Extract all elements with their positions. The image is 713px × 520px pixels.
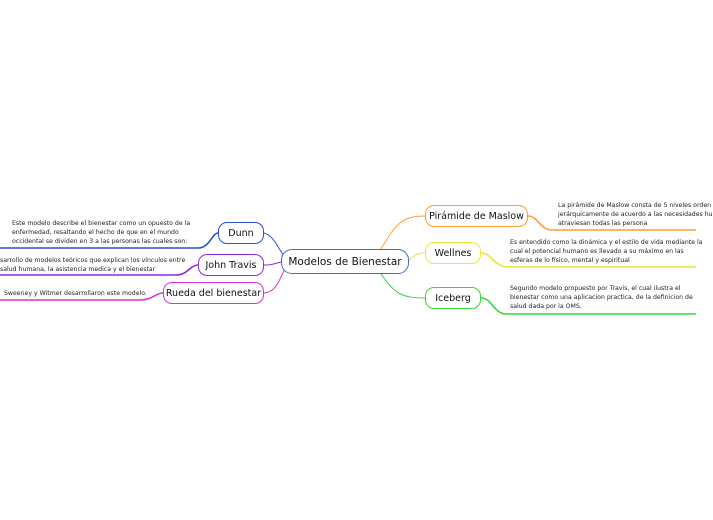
note-piramide-de-maslow: La pirámide de Maslow consta de 5 nivele… [558, 201, 713, 228]
note-rueda-del-bienestar: Sweeney y Witmer desarrollaron este mode… [4, 289, 147, 298]
underline-wellnes [480, 252, 696, 268]
note-line: Es entendido como la dinámica y el estil… [510, 239, 703, 246]
node-piramide-de-maslow[interactable]: Pirámide de Maslow [425, 205, 528, 227]
note-line: salud dada por la OMS. [510, 303, 582, 310]
note-line: La pirámide de Maslow consta de 5 nivele… [558, 202, 712, 209]
node-wellnes[interactable]: Wellnes [425, 242, 481, 264]
note-line: bienestar como una aplicacion practica, … [510, 294, 693, 301]
note-dunn: Este modelo describe el bienestar como u… [12, 219, 196, 246]
note-line: jerárquicamente de acuerdo a las necesid… [558, 211, 713, 218]
underline-john-travis [0, 264, 199, 276]
connector-maslow [380, 215, 426, 250]
underline-dunn [0, 232, 219, 249]
note-line: Segundo modelo propuesto por Travis, el … [510, 285, 681, 292]
note-line: sarrollo de modelos teóricos que explica… [0, 257, 186, 264]
node-iceberg[interactable]: Iceberg [425, 287, 481, 309]
connector-lines [0, 215, 696, 315]
note-line: occidental se dividen en 3 a las persona… [12, 238, 188, 245]
note-line: salud humana, la asistencia medica y el … [0, 266, 156, 273]
note-john-travis: sarrollo de modelos teóricos que explica… [0, 256, 186, 274]
node-dunn[interactable]: Dunn [218, 222, 264, 244]
note-line: Sweeney y Witmer desarrollaron este mode… [4, 290, 147, 297]
node-john-travis[interactable]: John Travis [198, 254, 264, 276]
note-iceberg: Segundo modelo propuesto por Travis, el … [510, 284, 696, 311]
note-wellnes: Es entendido como la dinámica y el estil… [510, 238, 703, 265]
note-line: atraviesan todas las persona [558, 220, 648, 227]
central-topic[interactable]: Modelos de Bienestar [281, 249, 409, 274]
note-line: Este modelo describe el bienestar como u… [12, 220, 191, 227]
underline-maslow [527, 215, 696, 231]
note-line: enfermedad, resaltando el hecho de que e… [12, 229, 179, 236]
connector-john-travis [263, 261, 282, 266]
connector-iceberg [380, 273, 426, 299]
note-line: esferas de lo físico, mental y espiritua… [510, 257, 630, 264]
underline-rueda [0, 292, 164, 301]
node-rueda-del-bienestar[interactable]: Rueda del bienestar [163, 282, 264, 304]
note-line: cual el potencial humano es llevado a su… [510, 248, 684, 255]
underline-iceberg [480, 297, 696, 315]
connector-wellnes [408, 252, 426, 262]
